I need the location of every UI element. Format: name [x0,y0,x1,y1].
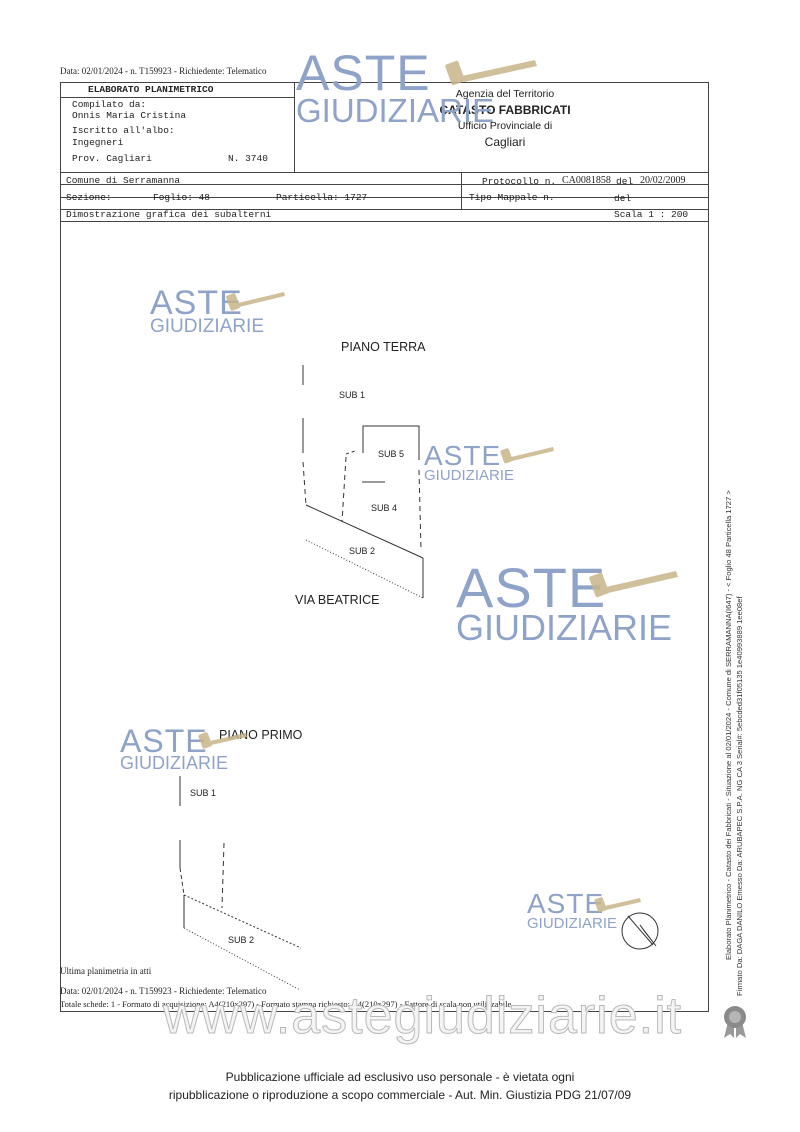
compilato-label: Compilato da: [72,99,147,110]
side-signature-line2: Firmato Da: DAGA DANILO Emesso Da: ARUBA… [735,596,744,996]
compilato-name: Onnis Maria Cristina [72,110,187,121]
label-pp-sub1: SUB 1 [190,788,217,798]
del-label: del [616,176,634,187]
elaborato-title: ELABORATO PLANIMETRICO [88,84,214,95]
watermark-logo: ASTE GIUDIZIARIE [120,723,229,773]
dimostrazione-label: Dimostrazione grafica dei subalterni [66,209,272,220]
site-watermark: www.astegiudiziarie.it [162,987,683,1046]
albo-name: Ingegneri [72,137,124,148]
planimetric-sheet [60,82,709,1012]
footer-line1: Pubblicazione ufficiale ad esclusivo uso… [225,1070,575,1084]
comune: Comune di Serramanna [66,175,181,186]
foglio: Foglio: 48 [153,192,211,203]
watermark-logo: ASTE GIUDIZIARIE [456,556,673,648]
label-sub2: SUB 2 [349,546,376,556]
award-ribbon-icon [724,1006,746,1038]
protocollo-value: CA0081858 [562,175,611,186]
label-via-beatrice: VIA BEATRICE [295,593,380,607]
province: Prov. Cagliari [72,153,152,164]
del-value: 20/02/2009 [640,175,686,186]
catasto-title: CATASTO FABBRICATI [439,103,571,117]
watermark-logo: ASTE GIUDIZIARIE [296,45,495,129]
label-sub5: SUB 5 [378,449,405,459]
watermark-logo: ASTE GIUDIZIARIE [527,888,618,932]
scale: Scala 1 : 200 [614,209,689,220]
schede-info: Totale schede: 1 - Formato di acquisizio… [60,999,512,1009]
tipo-mappale: Tipo Mappale n. [469,192,555,203]
header-request-info: Data: 02/01/2024 - n. T159923 - Richiede… [60,66,267,76]
watermark-logo: ASTE GIUDIZIARIE [150,284,265,337]
ufficio-label: Ufficio Provinciale di [457,120,553,132]
agency-name: Agenzia del Territorio [455,88,555,100]
watermark-logo: ASTE GIUDIZIARIE [424,440,515,484]
particella: Particella: 1727 [276,192,368,203]
footer-line2: ripubblicazione o riproduzione a scopo c… [168,1088,632,1102]
label-piano-terra: PIANO TERRA [341,340,426,354]
side-signature-line1: Elaborato Planimetrico - Catasto dei Fab… [724,490,733,960]
label-sub4: SUB 4 [371,503,398,513]
label-sub1: SUB 1 [339,390,366,400]
del2-label: del [614,193,632,204]
agency-city: Cagliari [484,135,526,149]
ultima-planimetria-note: Ultima planimetria in atti [60,966,152,976]
sezione: Sezione: [66,192,112,203]
iscritto-label: Iscritto all'albo: [72,125,175,136]
bottom-request-info: Data: 02/01/2024 - n. T159923 - Richiede… [60,986,267,996]
albo-number: N. 3740 [228,153,268,164]
label-pp-sub2: SUB 2 [228,935,255,945]
protocollo-label: Protocollo n. [482,176,557,187]
